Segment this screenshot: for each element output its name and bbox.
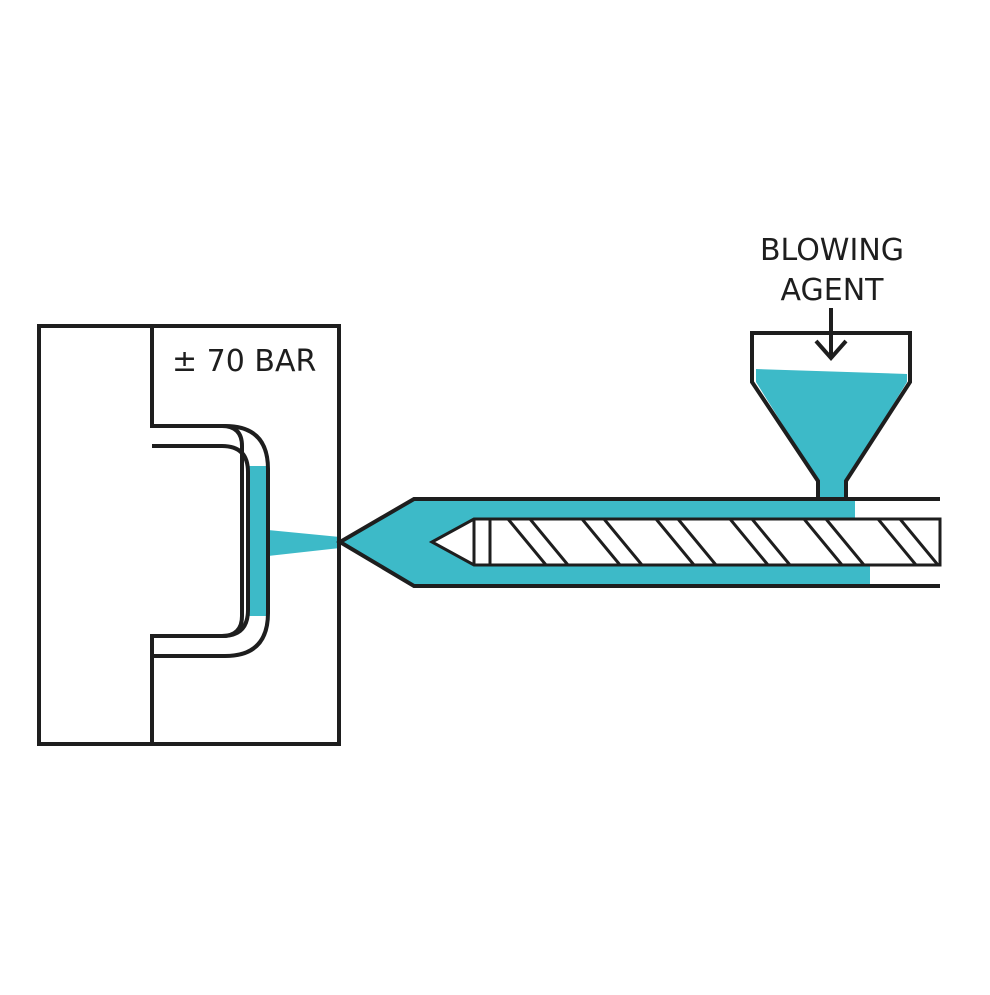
hopper-melt-fill [756, 369, 907, 499]
mold-cavity-melt-fill [249, 466, 266, 616]
barrel-outline [336, 497, 940, 588]
sprue-melt-flow [268, 530, 340, 556]
mold-cavity-outline [152, 444, 250, 638]
screw-flight [726, 517, 794, 567]
screw-flight [652, 517, 720, 567]
screw-shaft [488, 517, 942, 567]
mold-parting-line [150, 326, 244, 744]
blowing-agent-arrow-icon [814, 308, 848, 362]
mold-block [37, 324, 341, 746]
mold-pressure-label: ± 70 BAR [172, 344, 317, 379]
blowing-agent-label-line2: AGENT [780, 273, 884, 308]
screw-flight [800, 517, 868, 567]
screw-flight [504, 517, 572, 567]
blowing-agent-label: BLOWING AGENT [752, 231, 912, 311]
blowing-agent-label-line1: BLOWING [759, 233, 905, 268]
screw-flight [578, 517, 646, 567]
screw-flight [874, 517, 942, 567]
screw-flights [504, 517, 942, 567]
mold-cavity-outer [152, 424, 270, 658]
